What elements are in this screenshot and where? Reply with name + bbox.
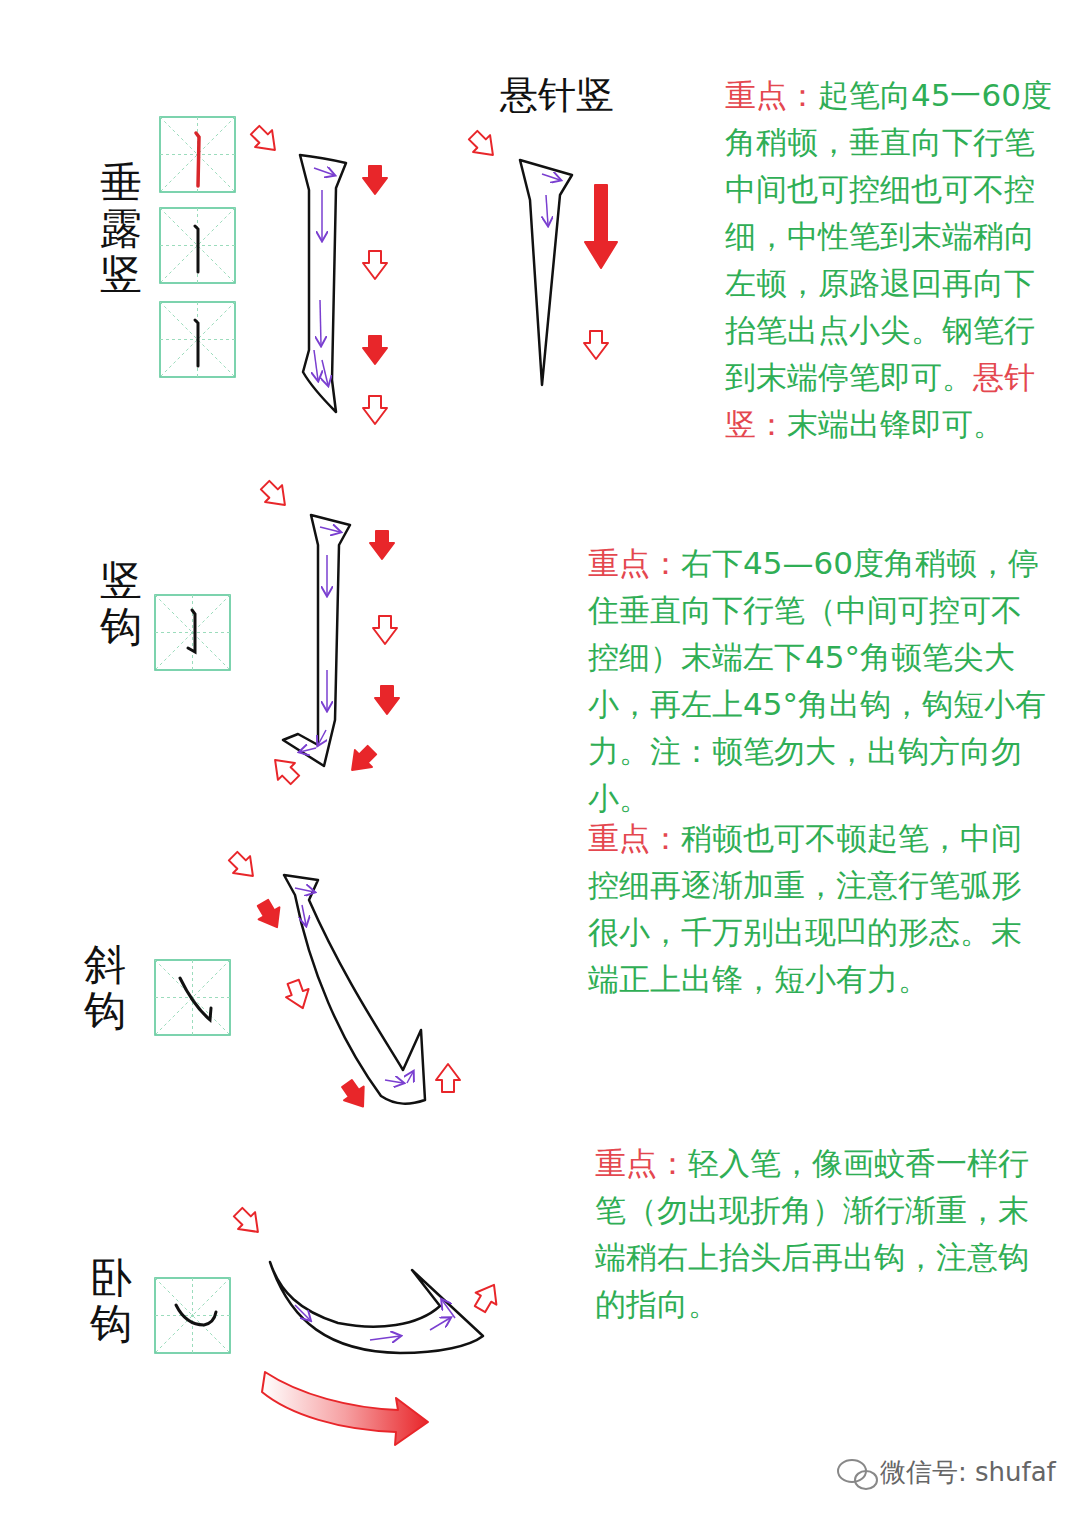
note-text-block: 重点：轻入笔，像画蚊香一样行笔（勿出现折角）渐行渐重，末端稍右上抬头后再出钩，注…	[595, 1140, 1035, 1328]
stroke-title: 斜钩	[84, 940, 126, 1035]
note-text: 末端出锋即可。	[787, 406, 1004, 442]
note-text: 起笔向45一60度角稍顿，垂直向下行笔中间也可控细也可不控细，中性笔到末端稍向左…	[725, 77, 1052, 395]
note-text: 重点：	[588, 820, 681, 856]
grid-box	[155, 117, 235, 1353]
wechat-icon	[838, 1460, 877, 1489]
stroke-title-block: 竖钩	[100, 558, 142, 650]
note-text-block: 重点：起笔向45一60度角稍顿，垂直向下行笔中间也可控细也可不控细，中性笔到末端…	[725, 72, 1055, 448]
stroke-title-block: 斜钩	[84, 942, 126, 1034]
note-text: 重点：	[725, 77, 818, 113]
stroke-title: 垂露竖	[100, 158, 142, 299]
stroke-title-block: 卧钩	[90, 1255, 132, 1347]
note-text: 重点：	[595, 1145, 688, 1181]
watermark: 微信号: shufaf	[880, 1457, 1056, 1487]
stroke-title: 竖钩	[100, 556, 142, 651]
note-text: 右下45—60度角稍顿，停住垂直向下行笔（中间可控可不控细）末端左下45°角顿笔…	[588, 545, 1046, 816]
stroke-title-block: 垂露竖	[100, 160, 142, 299]
note-text: 重点：	[588, 545, 681, 581]
guide-arrow	[225, 122, 617, 1445]
stroke-outline	[270, 155, 572, 1353]
sample-stroke	[176, 133, 216, 1325]
stroke-title: 悬针竖	[500, 73, 614, 117]
note-text-block: 重点：稍顿也可不顿起笔，中间控细再逐渐加重，注意行笔弧形很小，千万别出现凹的形态…	[588, 815, 1028, 1003]
stroke-title-block: 悬针竖	[500, 72, 640, 118]
stroke-title: 卧钩	[90, 1253, 132, 1348]
watermark-block: 微信号: shufaf	[880, 1455, 1070, 1489]
direction-arrow	[295, 168, 560, 1340]
note-text-block: 重点：右下45—60度角稍顿，停住垂直向下行笔（中间可控可不控细）末端左下45°…	[588, 540, 1048, 822]
